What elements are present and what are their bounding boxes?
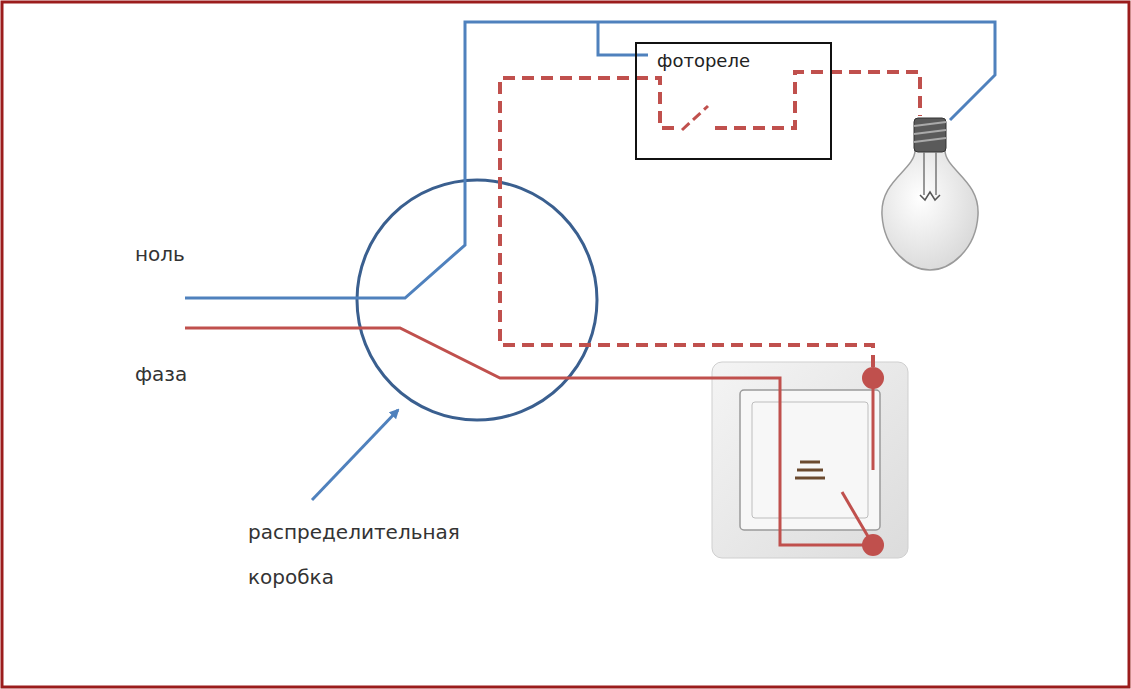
junction-box-circle: [357, 180, 597, 420]
switch-symbol: [712, 362, 908, 558]
switched-phase-wire: [500, 78, 873, 367]
switch-contact: [872, 378, 875, 470]
box-title: фотореле: [657, 50, 750, 72]
relay-contact: [682, 106, 708, 130]
phase-label: фаза: [135, 362, 187, 386]
phase-wire: [185, 328, 873, 545]
neutral-relay-wire: [598, 22, 648, 55]
lamp-symbol: [882, 118, 978, 270]
terminal-dot: [862, 367, 884, 389]
junction-box-label: распределительная коробка: [248, 510, 498, 600]
neutral-label: ноль: [135, 242, 185, 266]
terminal-dot: [862, 534, 884, 556]
relay-box: фотореле: [635, 42, 832, 160]
leader-arrow: [312, 410, 398, 500]
neutral-wire: [185, 22, 995, 298]
lamp-phase-wire: [715, 72, 920, 128]
